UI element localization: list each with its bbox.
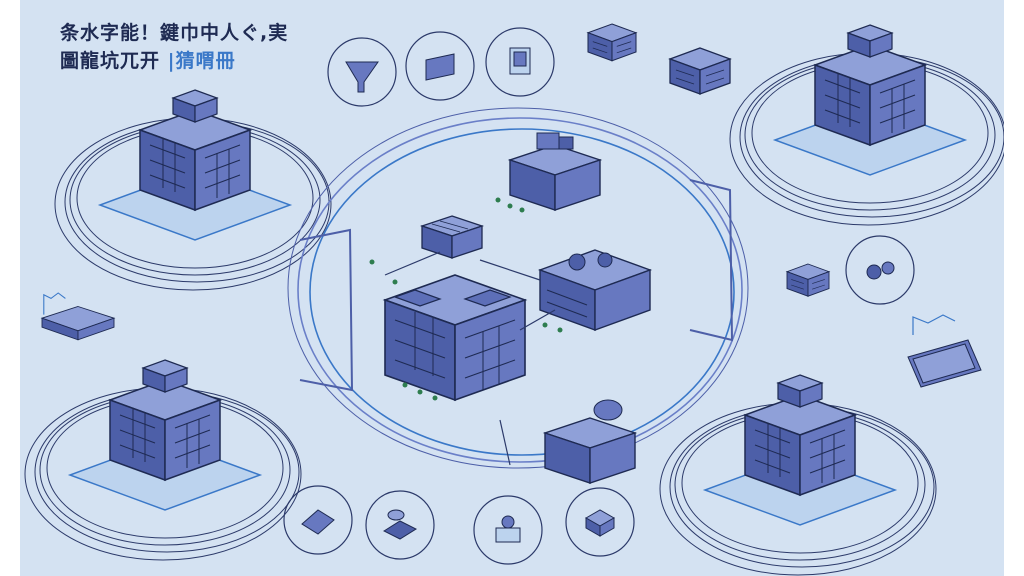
building-node-top-right [729,24,1007,226]
device-small-server-1 [669,47,731,95]
tiny-figures [369,197,563,401]
central-building-bottom [542,399,638,484]
central-building-left [419,215,485,259]
icon-node-device [485,27,555,97]
central-building-right [537,249,653,331]
building-node-top-left [54,89,332,291]
central-hub-ring [287,107,749,469]
device-laptop-right [907,314,982,388]
icon-node-disk [473,495,543,565]
title-block: 条水字能！鍵巾中人ぐ,実 圖龍坑兀开 |猜喟冊 [60,22,288,74]
central-building-main [382,274,528,402]
connection-lines [384,251,556,466]
central-building-top [507,132,603,211]
device-switch-left [40,292,116,341]
icon-node-book [283,485,353,555]
icon-node-funnel [327,37,397,107]
building-node-bottom-left [24,359,302,561]
building-node-bottom-right [659,374,937,576]
device-router [786,263,830,297]
title-line-2-main: 圖龍坑兀开 [60,49,161,72]
device-small-server-2 [587,23,637,62]
title-line-2-highlight: |猜喟冊 [167,49,236,72]
title-line-2: 圖龍坑兀开 |猜喟冊 [60,50,288,74]
icon-node-envelope [405,31,475,101]
icon-node-box [565,487,635,557]
icon-node-books [365,490,435,560]
title-line-1: 条水字能！鍵巾中人ぐ,実 [60,22,289,44]
icon-node-stack [845,235,915,305]
ring-brackets [299,179,734,392]
